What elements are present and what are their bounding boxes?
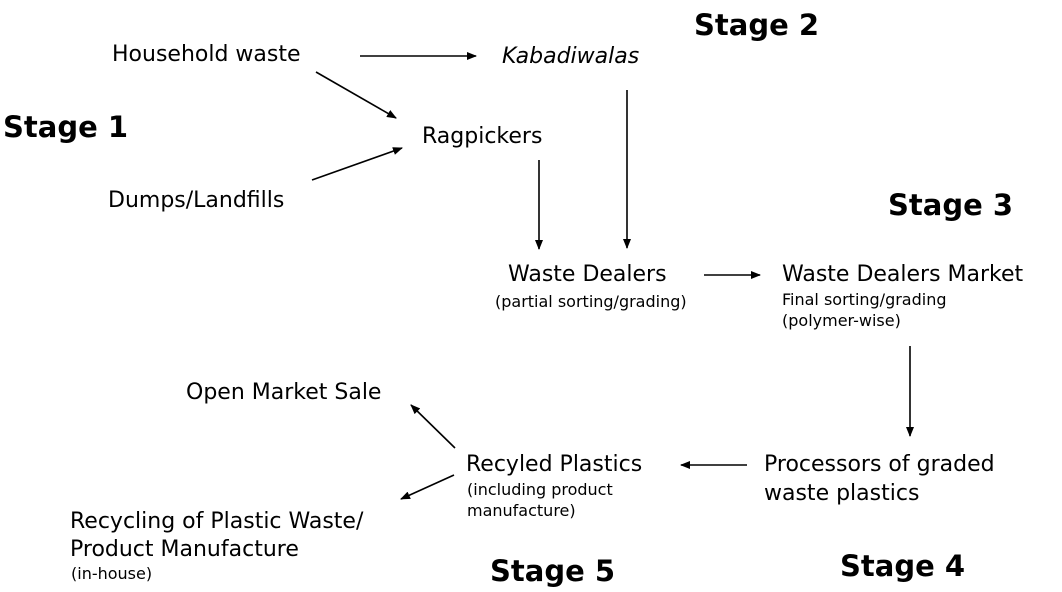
arrow-recycled-to-recycling xyxy=(400,474,455,500)
dumps-landfills-node: Dumps/Landfills xyxy=(108,188,285,213)
stage-2-label: Stage 2 xyxy=(694,8,820,42)
kabadiwalas-node: Kabadiwalas xyxy=(502,44,640,69)
processors-line-2: waste plastics xyxy=(764,481,920,506)
stage-1-label: Stage 1 xyxy=(3,110,129,144)
market-note-line-2: (polymer-wise) xyxy=(782,311,901,330)
waste-dealers-note: (partial sorting/grading) xyxy=(495,292,687,311)
stage-5-label: Stage 5 xyxy=(490,554,616,588)
arrow-recycled-to-open-market xyxy=(410,404,456,449)
recycling-note: (in-house) xyxy=(71,564,153,583)
ragpickers-node: Ragpickers xyxy=(422,124,543,149)
open-market-sale-node: Open Market Sale xyxy=(186,380,382,405)
recycling-line-2: Product Manufacture xyxy=(70,537,299,562)
household-waste-node: Household waste xyxy=(112,42,301,67)
stage-3-label: Stage 3 xyxy=(888,188,1014,222)
recycled-plastics-node: Recyled Plastics xyxy=(466,452,643,477)
recycling-line-1: Recycling of Plastic Waste/ xyxy=(70,509,364,534)
processors-line-1: Processors of graded xyxy=(764,452,995,477)
waste-dealers-market-node: Waste Dealers Market xyxy=(782,262,1024,287)
waste-dealers-node: Waste Dealers xyxy=(508,262,667,287)
recycled-note-line-2: manufacture) xyxy=(467,501,576,520)
market-note-line-1: Final sorting/grading xyxy=(782,290,947,309)
arrow-dumps-to-ragpickers xyxy=(311,147,403,181)
arrow-household-to-ragpickers xyxy=(315,71,397,119)
recycled-note-line-1: (including product xyxy=(467,480,613,499)
stage-4-label: Stage 4 xyxy=(840,549,966,583)
